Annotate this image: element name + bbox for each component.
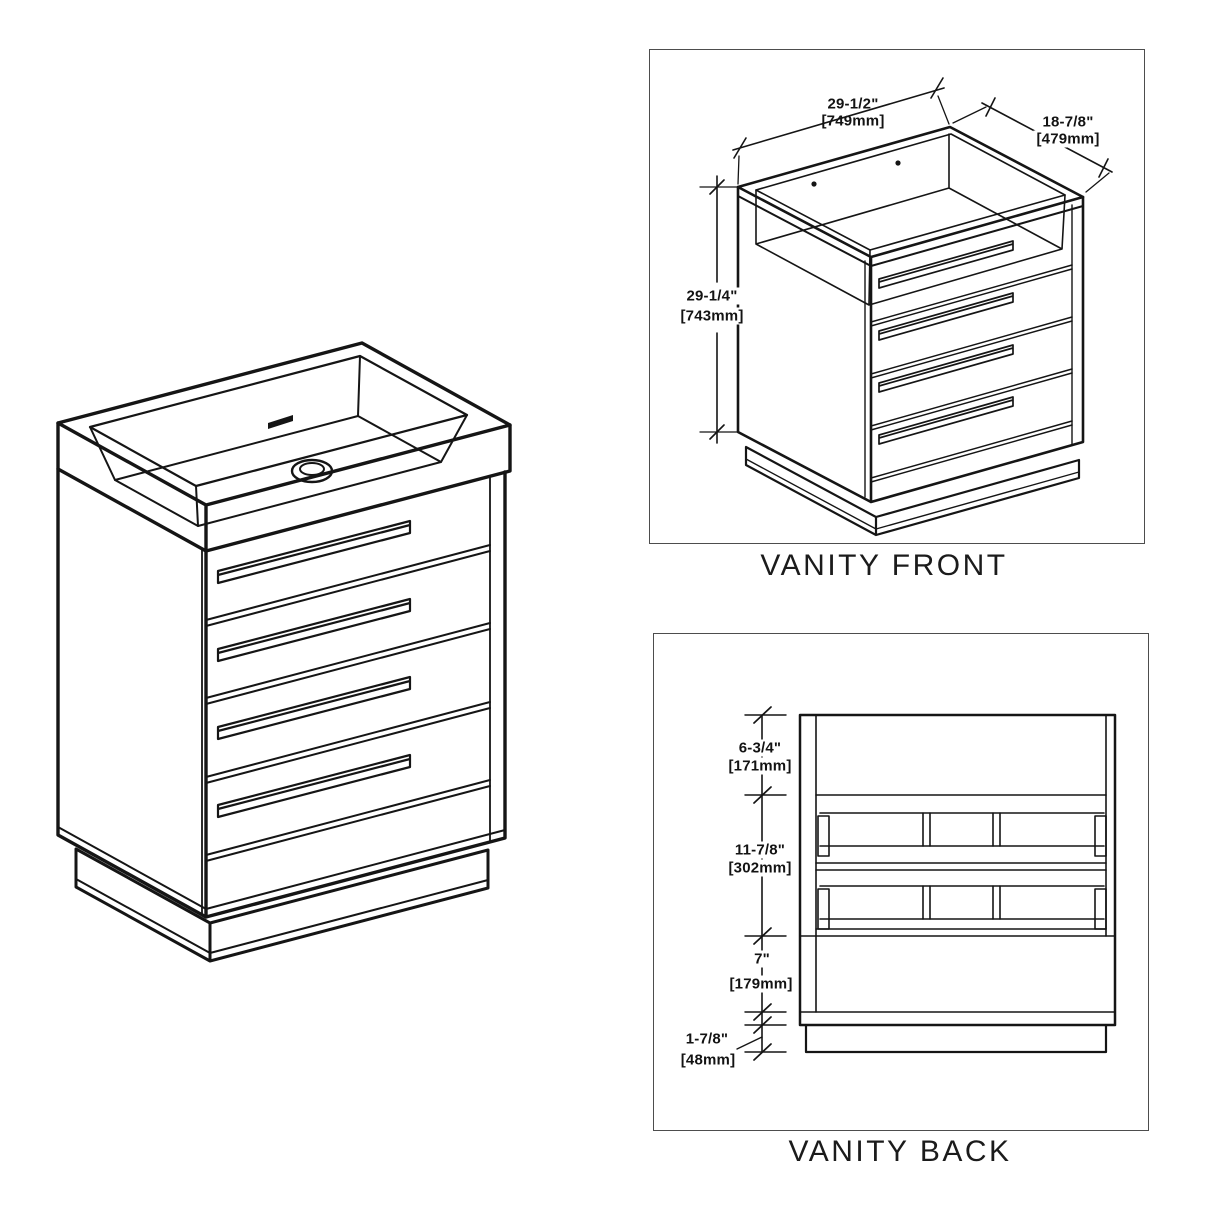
front-drawer-divisions (870, 264, 1073, 483)
front-drawer-handles (878, 240, 1014, 445)
drawer-division-lines (205, 544, 491, 862)
drain-inner (299, 462, 325, 476)
front-width-mm-label: [749mm] (821, 112, 885, 130)
front-height-mm-label: [743mm] (677, 307, 747, 325)
back-plinth (804, 1023, 1108, 1054)
vanity-front-drawing (699, 77, 1113, 537)
mounting-hole-dot (811, 181, 817, 187)
cabinet-bottom-double-edges (57, 826, 506, 910)
back-dim2-inches-label: 11-7/8" (731, 841, 789, 859)
back-extension-stubs (744, 714, 787, 1053)
front-rim-outer (736, 125, 1085, 259)
front-panel-edge-lines (864, 204, 1073, 498)
sink-basin-floor (114, 415, 442, 527)
back-dim3-inches-label: 7" (751, 950, 773, 968)
width-dim-line (732, 87, 945, 151)
height-dim-ticks (709, 179, 725, 440)
back-dim4-mm-label: [48mm] (680, 1051, 736, 1069)
cabinet-body (56, 467, 507, 919)
sink-basin-corner-edges (89, 355, 468, 527)
front-plinth-band (745, 458, 1080, 530)
front-interior-walls (755, 133, 1066, 306)
back-dim2-mm-label: [302mm] (725, 859, 795, 877)
vanity-front-caption: VANITY FRONT (760, 549, 1008, 582)
vanity-front-frame (649, 49, 1145, 544)
height-extension-lines (699, 186, 738, 433)
front-cabinet-body (736, 185, 1085, 504)
back-dim1-inches-label: 6-3/4" (735, 739, 785, 757)
back-mid-band (815, 862, 1107, 871)
overflow-slot (268, 415, 293, 429)
drain-outer (290, 458, 334, 484)
back-dim-ticks (753, 706, 772, 1061)
back-dim3-mm-label: [179mm] (726, 975, 796, 993)
back-rail-bottom-lines (799, 928, 1116, 937)
mounting-hole-dot (895, 160, 901, 166)
plinth-dim-leader (736, 1036, 763, 1050)
front-height-inches-label: 29-1/4" (683, 287, 741, 305)
depth-dim-ticks (985, 97, 1109, 178)
width-dim-ticks (733, 77, 944, 159)
plinth-base (74, 847, 490, 963)
back-support-rail (817, 885, 1107, 930)
back-dim1-mm-label: [171mm] (725, 757, 795, 775)
plinth-band-lines (75, 878, 489, 954)
main-isometric-drawing (56, 341, 512, 963)
vanity-back-drawing (736, 706, 1117, 1061)
front-depth-mm-label: [479mm] (1033, 130, 1103, 148)
sink-top-front-edges (56, 421, 512, 553)
drawer-handles (216, 519, 412, 819)
depth-extension-lines (952, 106, 1110, 193)
vanity-back-caption: VANITY BACK (788, 1135, 1012, 1168)
front-width-inches-label: 29-1/2" (827, 95, 879, 113)
front-depth-inches-label: 18-7/8" (1039, 113, 1097, 131)
width-extension-lines (737, 95, 950, 185)
back-cabinet-outline (798, 713, 1117, 1027)
back-support-rail (817, 812, 1107, 857)
vanity-back-frame (653, 633, 1149, 1131)
back-dim4-inches-label: 1-7/8" (685, 1030, 729, 1048)
front-rim-inner (755, 133, 1066, 251)
